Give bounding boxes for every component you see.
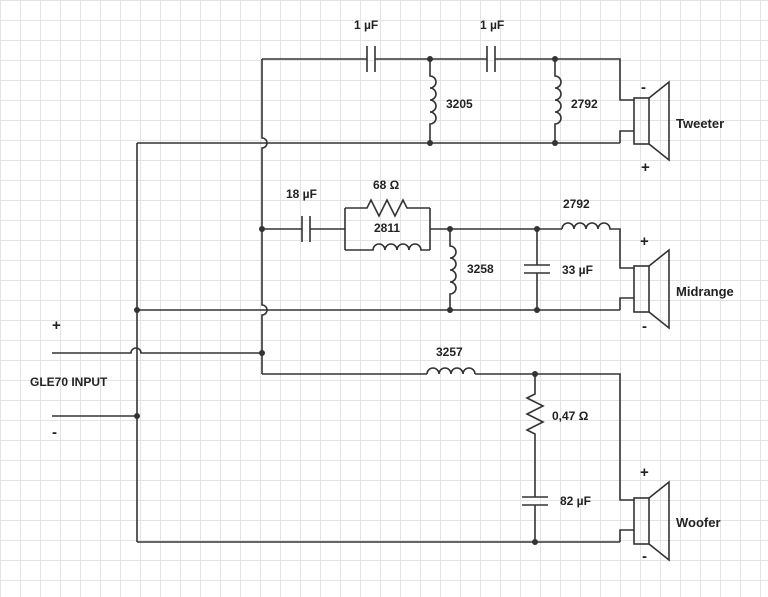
wire — [495, 58, 634, 101]
midrange-label: Midrange — [676, 284, 734, 299]
tweeter-inductor-2: 2792 — [554, 59, 598, 143]
midrange-capacitor-shunt-label: 33 µF — [562, 263, 593, 277]
midrange-resistor-label: 68 Ω — [373, 178, 400, 192]
tweeter-capacitor-1: 1 µF — [354, 18, 378, 72]
midrange-terminal-plus: + — [640, 233, 649, 250]
tweeter-capacitor-2: 1 µF — [480, 18, 504, 72]
midrange-resistor: 68 Ω — [345, 178, 430, 218]
woofer-resistor: 0,47 Ω — [525, 374, 589, 497]
tweeter-terminal-plus: + — [641, 159, 650, 176]
woofer-inductor-series: 3257 — [426, 345, 476, 375]
tweeter-inductor-2-label: 2792 — [571, 97, 598, 111]
tweeter-branch: 1 µF 1 µF 3205 2792 Tweeter - + — [262, 18, 724, 176]
midrange-inductor-series-label: 2792 — [563, 197, 590, 211]
wire — [475, 373, 634, 501]
wire — [619, 297, 634, 310]
positive-bus — [261, 59, 268, 374]
midrange-branch: 18 µF 68 Ω 2811 3258 33 µF 279 — [262, 178, 734, 335]
midrange-inductor-shunt-label: 3258 — [467, 262, 494, 276]
woofer-terminal-minus: - — [642, 548, 647, 565]
midrange-terminal-minus: - — [642, 318, 647, 335]
tweeter-capacitor-2-label: 1 µF — [480, 18, 504, 32]
midrange-capacitor-1-label: 18 µF — [286, 187, 317, 201]
midrange-inductor-parallel-label: 2811 — [374, 221, 400, 235]
tweeter-speaker-icon — [633, 80, 670, 162]
woofer-inductor-series-label: 3257 — [436, 345, 463, 359]
input-minus-sign: - — [52, 424, 57, 441]
midrange-inductor-shunt: 3258 — [449, 229, 494, 310]
tweeter-capacitor-1-label: 1 µF — [354, 18, 378, 32]
wire — [619, 529, 634, 542]
junction-dot — [134, 307, 140, 313]
woofer-resistor-label: 0,47 Ω — [552, 409, 589, 423]
woofer-branch: 3257 0,47 Ω 82 µF Woofer + - — [262, 345, 721, 565]
tweeter-inductor-1-label: 3205 — [446, 97, 473, 111]
midrange-inductor-series: 2792 — [561, 197, 634, 269]
woofer-speaker-icon — [633, 480, 670, 562]
input-plus-sign: + — [52, 317, 61, 334]
wire — [619, 130, 634, 143]
buses — [134, 59, 620, 543]
input-label: GLE70 INPUT — [30, 375, 108, 389]
midrange-capacitor-shunt: 33 µF — [524, 229, 593, 310]
tweeter-inductor-1: 3205 — [429, 59, 473, 143]
tweeter-terminal-minus: - — [641, 79, 646, 96]
woofer-terminal-plus: + — [640, 464, 649, 481]
input-section: + - GLE70 INPUT — [30, 317, 262, 441]
junction-dot — [134, 413, 140, 419]
input-positive-wire — [52, 347, 262, 354]
junction-dot — [259, 350, 265, 356]
midrange-inductor-parallel: 2811 — [345, 221, 430, 251]
woofer-capacitor: 82 µF — [522, 494, 591, 542]
woofer-label: Woofer — [676, 515, 721, 530]
woofer-capacitor-label: 82 µF — [560, 494, 591, 508]
tweeter-label: Tweeter — [676, 116, 724, 131]
midrange-capacitor-1: 18 µF — [286, 187, 317, 242]
midrange-speaker-icon — [633, 248, 670, 330]
